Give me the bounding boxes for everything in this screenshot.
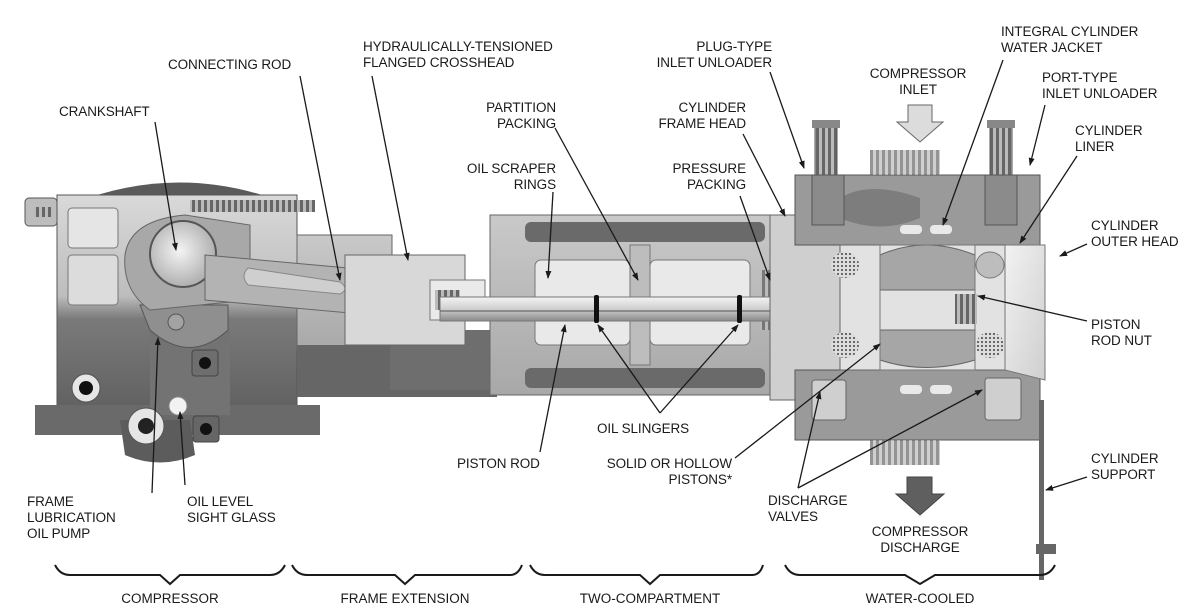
section-label-two-compartment: TWO-COMPARTMENT xyxy=(579,591,721,606)
discharge-valve-right xyxy=(984,377,1022,421)
label-solid-or-hollow-pistons: SOLID OR HOLLOW PISTONS* xyxy=(606,456,732,487)
oil-slinger-2 xyxy=(737,295,742,323)
label-partition-packing: PARTITION PACKING xyxy=(486,100,556,131)
label-frame-lubrication-oil-pump: FRAME LUBRICATION OIL PUMP xyxy=(27,494,116,541)
leader-cylinder-liner xyxy=(1019,155,1078,244)
leader-piston-rod xyxy=(539,324,567,453)
label-compressor-inlet: COMPRESSOR INLET xyxy=(869,66,967,97)
oil-slinger-1 xyxy=(594,295,599,323)
leader-oil-pump xyxy=(151,337,161,494)
section-label-water-cooled: WATER-COOLED xyxy=(865,591,975,606)
leader-oil-slinger-2 xyxy=(659,324,739,414)
compressor-inlet-arrow xyxy=(895,104,945,143)
drain-port xyxy=(71,373,101,403)
label-hydraulically-tensioned-flanged-crosshead: HYDRAULICALLY-TENSIONED FLANGED CROSSHEA… xyxy=(363,39,553,70)
lower-port xyxy=(127,407,165,445)
label-connecting-rod: CONNECTING ROD xyxy=(168,57,292,72)
leader-sight-glass xyxy=(177,411,186,486)
label-oil-scraper-rings: OIL SCRAPER RINGS xyxy=(466,161,556,192)
compressor-discharge-arrow xyxy=(894,476,946,516)
leader-plug-type-unloader xyxy=(769,71,805,169)
brace-two-compartment xyxy=(529,564,764,586)
leader-partition-packing xyxy=(554,127,639,281)
cylinder-support xyxy=(1036,400,1056,580)
brace-compressor xyxy=(54,564,286,586)
leader-cylinder-support xyxy=(1045,476,1088,491)
label-crankshaft: CRANKSHAFT xyxy=(59,104,150,119)
leader-lines xyxy=(151,59,1088,494)
label-cylinder-liner: CYLINDER LINER xyxy=(1075,123,1143,154)
label-cylinder-frame-head: CYLINDER FRAME HEAD xyxy=(658,100,746,131)
leader-cylinder-frame-head xyxy=(742,133,786,217)
label-oil-level-sight-glass: OIL LEVEL SIGHT GLASS xyxy=(187,494,276,525)
leader-water-jacket xyxy=(942,59,1004,226)
frame-lubrication-oil-pump xyxy=(139,304,229,348)
leader-pistons xyxy=(734,343,881,459)
label-port-type-inlet-unloader: PORT-TYPE INLET UNLOADER xyxy=(1042,70,1158,101)
label-discharge-valves: DISCHARGE VALVES xyxy=(768,493,848,524)
leader-crankshaft xyxy=(154,121,178,251)
section-label-compressor: COMPRESSOR xyxy=(121,591,219,606)
distance-piece xyxy=(489,214,800,396)
label-integral-cylinder-water-jacket: INTEGRAL CYLINDER WATER JACKET xyxy=(1001,24,1139,55)
label-piston-rod-nut: PISTON ROD NUT xyxy=(1091,317,1152,348)
leader-discharge-valve-left xyxy=(797,391,822,489)
label-oil-slingers: OIL SLINGERS xyxy=(597,421,690,436)
port-type-inlet-unloader xyxy=(984,120,1018,226)
label-plug-type-inlet-unloader: PLUG-TYPE INLET UNLOADER xyxy=(656,39,772,70)
label-pressure-packing: PRESSURE PACKING xyxy=(672,161,747,192)
plug-type-inlet-unloader xyxy=(811,120,845,226)
leader-cylinder-outer-head xyxy=(1059,243,1088,257)
leader-connecting-rod xyxy=(299,75,342,281)
leader-discharge-valve-right xyxy=(797,389,983,489)
brace-frame-extension xyxy=(291,564,523,586)
brace-water-cooled xyxy=(784,564,1056,586)
section-braces xyxy=(54,564,1056,586)
discharge-valve-left xyxy=(811,379,847,421)
leader-oil-scraper-rings xyxy=(545,191,554,279)
label-compressor-discharge: COMPRESSOR DISCHARGE xyxy=(871,524,969,555)
oil-level-sight-glass xyxy=(168,396,188,416)
section-label-frame-extension: FRAME EXTENSION xyxy=(340,591,470,606)
leader-port-type-unloader xyxy=(1028,104,1046,166)
leader-piston-rod-nut xyxy=(977,294,1088,322)
label-cylinder-outer-head: CYLINDER OUTER HEAD xyxy=(1091,218,1179,249)
label-cylinder-support: CYLINDER SUPPORT xyxy=(1091,451,1159,482)
leader-pressure-packing xyxy=(739,195,771,281)
label-piston-rod: PISTON ROD xyxy=(457,456,540,471)
leader-oil-slinger-1 xyxy=(597,324,661,414)
leader-crosshead xyxy=(371,75,410,261)
